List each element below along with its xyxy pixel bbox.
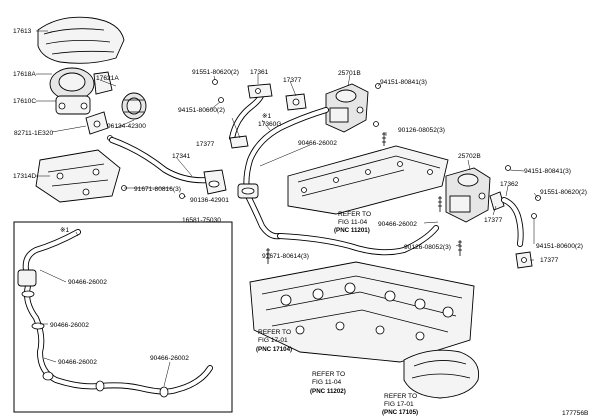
label-17360g-ref: ※1 (262, 113, 272, 120)
inset-box (13, 221, 233, 413)
inset-clamp-4[interactable] (95, 380, 105, 392)
label-diagram-id: 177756B (562, 410, 589, 417)
air-pipe-17362[interactable] (501, 197, 524, 247)
bolt-icon (218, 97, 224, 103)
svg-text:(PNC 11202): (PNC 11202) (310, 388, 346, 395)
label-91671-80614[interactable]: 91671-80614(3) (262, 253, 309, 260)
air-pipe-17360g[interactable] (243, 107, 329, 199)
exhaust-manifold (403, 349, 480, 399)
air-hose-90466-b[interactable] (277, 225, 439, 256)
inset-clamp-5[interactable] (159, 386, 169, 398)
label-90466-b[interactable]: 90466-26002 (378, 221, 417, 228)
air-pipe-17361[interactable] (229, 83, 273, 141)
svg-text:REFER TO: REFER TO (258, 329, 291, 336)
label-91551-b[interactable]: 91551-80620(2) (540, 189, 587, 196)
label-17361[interactable]: 17361 (250, 69, 269, 76)
label-17618a[interactable]: 17618A (13, 71, 36, 78)
label-17377-a[interactable]: 17377 (283, 77, 302, 84)
inset-clamp-2[interactable] (31, 322, 45, 330)
label-17377-d[interactable]: 17377 (540, 257, 559, 264)
part-labels: 17613 17618A 17621A 17610C 82711-1E320 9… (13, 28, 589, 417)
bolt-icon (179, 193, 185, 199)
svg-text:(PNC 11201): (PNC 11201) (334, 227, 370, 234)
air-pump-cover[interactable] (37, 16, 125, 64)
label-inset-ref: ※1 (60, 227, 70, 234)
label-17360g[interactable]: 17360G (258, 121, 281, 128)
label-inset-90466-d[interactable]: 90466-26002 (150, 355, 189, 362)
label-90126-a[interactable]: 90126-08052(3) (398, 127, 445, 134)
stud-icon (458, 240, 462, 256)
air-pump-bracket-small[interactable] (85, 111, 109, 135)
inset-clamp-1[interactable] (21, 290, 35, 298)
svg-text:(PNC 17105): (PNC 17105) (382, 409, 418, 416)
leader-line (36, 30, 539, 387)
label-90136[interactable]: 90136-42901 (190, 197, 229, 204)
inset-clamp-3[interactable] (42, 371, 54, 381)
label-25701b[interactable]: 25701B (338, 70, 361, 77)
label-94151-80600-a[interactable]: 94151-80600(2) (178, 107, 225, 114)
bolt-icon (505, 165, 511, 171)
air-switching-valve-25702b[interactable] (445, 167, 491, 223)
label-inset-90466-a[interactable]: 90466-26002 (68, 279, 107, 286)
cylinder-head-cover-upper (287, 145, 449, 215)
gasket-17377-a[interactable] (285, 93, 307, 111)
pump-bracket[interactable] (35, 149, 121, 203)
label-17621a[interactable]: 17621A (96, 75, 119, 82)
hose-elbow[interactable] (203, 169, 227, 195)
label-inset-90466-b[interactable]: 90466-26002 (50, 322, 89, 329)
gasket-17377-d[interactable] (515, 251, 533, 269)
label-94151-80841-a[interactable]: 94151-80841(3) (380, 79, 427, 86)
inset-hose-main[interactable] (24, 283, 213, 395)
label-17341[interactable]: 17341 (172, 153, 191, 160)
svg-text:REFER TO: REFER TO (338, 211, 371, 218)
label-96134[interactable]: 96134-42300 (107, 123, 146, 130)
gasket-17377-b[interactable] (229, 135, 249, 149)
svg-text:REFER TO: REFER TO (384, 393, 417, 400)
stud-icon (382, 132, 386, 146)
label-inset-90466-c[interactable]: 90466-26002 (58, 359, 97, 366)
cylinder-head (249, 261, 475, 363)
bolt-icon (212, 79, 218, 85)
label-16581[interactable]: 16581-75030 (182, 217, 221, 224)
label-94151-80600-b[interactable]: 94151-80600(2) (536, 243, 583, 250)
label-17362[interactable]: 17362 (500, 181, 519, 188)
air-hose-90466-a[interactable] (245, 193, 283, 240)
label-17377-c[interactable]: 17377 (484, 217, 503, 224)
svg-text:FIG 11-04: FIG 11-04 (338, 219, 368, 226)
inset-connector-1[interactable] (17, 269, 37, 287)
svg-text:FIG 11-04: FIG 11-04 (312, 379, 342, 386)
air-switching-valve-25701b[interactable] (325, 83, 369, 133)
svg-text:FIG 17-01: FIG 17-01 (258, 337, 288, 344)
stud-icon (438, 196, 442, 212)
svg-text:(PNC 17104): (PNC 17104) (256, 346, 292, 353)
label-17610c[interactable]: 17610C (13, 98, 36, 105)
label-82711[interactable]: 82711-1E320 (14, 130, 53, 137)
reference-note-11201[interactable]: REFER TO FIG 11-04 (PNC 11201) (334, 211, 371, 234)
label-94151-80841-b[interactable]: 94151-80841(3) (524, 168, 571, 175)
label-17314d[interactable]: 17314D (13, 173, 36, 180)
bolt-icon (531, 213, 537, 219)
air-pump[interactable] (49, 67, 113, 115)
gasket-17377-c[interactable] (489, 191, 505, 211)
air-hose-17341[interactable] (109, 137, 213, 184)
label-25702b[interactable]: 25702B (458, 153, 481, 160)
svg-text:FIG 17-01: FIG 17-01 (384, 401, 414, 408)
air-pump-pulley[interactable] (121, 92, 147, 120)
reference-note-17105[interactable]: REFER TO FIG 17-01 (PNC 17105) (382, 393, 418, 416)
label-90126-b[interactable]: 90126-08052(3) (404, 244, 451, 251)
label-91551-a[interactable]: 91551-80620(2) (192, 69, 239, 76)
label-17613[interactable]: 17613 (13, 28, 32, 35)
label-90466-a[interactable]: 90466-26002 (298, 140, 337, 147)
hose-connector-center[interactable] (237, 183, 259, 199)
svg-text:REFER TO: REFER TO (312, 371, 345, 378)
bolt-icon (373, 121, 379, 127)
reference-note-17104[interactable]: REFER TO FIG 17-01 (PNC 17104) (256, 329, 292, 353)
inset-hose-upper[interactable] (22, 229, 81, 273)
label-91671-80816[interactable]: 91671-80816(3) (134, 186, 181, 193)
reference-note-11202[interactable]: REFER TO FIG 11-04 (PNC 11202) (310, 371, 346, 395)
label-17377-b[interactable]: 17377 (196, 141, 215, 148)
